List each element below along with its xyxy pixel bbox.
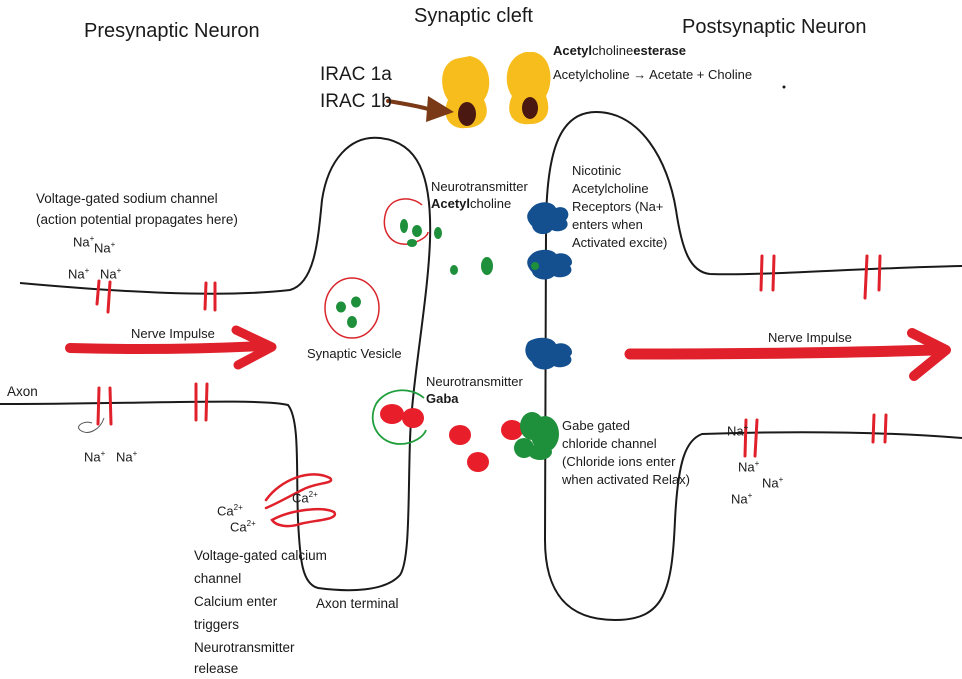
nicotinic-label-line5: Activated excite) bbox=[572, 235, 668, 250]
na-ion: Na+ bbox=[731, 491, 753, 507]
sodium-channel-post-2 bbox=[863, 254, 882, 300]
nerve-impulse-arrow-right bbox=[624, 328, 951, 381]
sodium-channel-pre-4 bbox=[194, 382, 209, 422]
calcium-channel-label-line5: Neurotransmitter bbox=[194, 640, 295, 655]
ca-ion: Ca2+ bbox=[217, 503, 243, 519]
nerve-impulse-label-left: Nerve Impulse bbox=[131, 326, 215, 341]
gaba-channel-label-line2: chloride channel bbox=[562, 436, 657, 451]
gaba-chloride-channel bbox=[514, 412, 559, 460]
sodium-channel-label-line1: Voltage-gated sodium channel bbox=[36, 191, 218, 206]
axon-terminal-label: Axon terminal bbox=[316, 596, 399, 611]
enzyme-reaction-label: Acetylcholine → Acetate + Choline bbox=[553, 67, 753, 82]
acetylcholinesterase-enzyme-1 bbox=[442, 56, 490, 129]
ach-neurotransmitter-label: Neurotransmitter bbox=[431, 179, 528, 194]
sodium-channel-pre-1 bbox=[95, 279, 112, 314]
gaba-channel-label-line4: when activated Relax) bbox=[562, 472, 690, 487]
acetylcholinesterase-enzyme-2 bbox=[506, 52, 551, 125]
nicotinic-receptor-3 bbox=[525, 337, 573, 370]
axon-label: Axon bbox=[7, 384, 38, 399]
nicotinic-label-line4: enters when bbox=[572, 217, 643, 232]
irac-1b-label: IRAC 1b bbox=[320, 91, 392, 112]
irac-pointer-arrow bbox=[386, 96, 454, 122]
ach-release-vesicle bbox=[383, 198, 493, 275]
na-ion: Na+ bbox=[94, 240, 116, 256]
ach-name-label: Acetylcholine bbox=[431, 196, 512, 211]
gaba-channel-label-line1: Gabe gated bbox=[562, 418, 630, 433]
stray-dot bbox=[782, 85, 786, 89]
nicotinic-label-line2: Acetylcholine bbox=[572, 181, 649, 196]
postsynaptic-membrane bbox=[543, 110, 962, 622]
na-ion: Na+ bbox=[84, 449, 106, 465]
nicotinic-label-line1: Nicotinic bbox=[572, 163, 622, 178]
na-ion: Na+ bbox=[116, 449, 138, 465]
na-ion: Na+ bbox=[73, 234, 95, 250]
ca-ion: Ca2+ bbox=[292, 490, 318, 506]
calcium-channel-label-line2: channel bbox=[194, 571, 242, 586]
ion-path-squiggle bbox=[78, 417, 105, 433]
postsynaptic-heading: Postsynaptic Neuron bbox=[682, 16, 867, 38]
synaptic-cleft-heading: Synaptic cleft bbox=[414, 5, 533, 27]
synaptic-vesicle bbox=[324, 277, 380, 339]
ca-ion: Ca2+ bbox=[230, 519, 256, 535]
na-ion: Na+ bbox=[762, 475, 784, 491]
nicotinic-receptor-1 bbox=[527, 202, 569, 235]
na-ion: Na+ bbox=[738, 459, 760, 475]
irac-1a-label: IRAC 1a bbox=[320, 64, 392, 85]
nerve-impulse-arrow-left bbox=[65, 325, 277, 370]
sodium-channel-post-3 bbox=[743, 418, 759, 458]
calcium-channel-label-line1: Voltage-gated calcium bbox=[194, 548, 327, 563]
na-ion: Na+ bbox=[68, 266, 90, 282]
na-ion: Na+ bbox=[727, 423, 749, 439]
calcium-channel-label-line3: Calcium enter bbox=[194, 594, 278, 609]
sodium-channel-post-4 bbox=[871, 413, 888, 444]
gaba-neurotransmitter-label: Neurotransmitter bbox=[426, 374, 523, 389]
sodium-channel-label-line2: (action potential propagates here) bbox=[36, 212, 238, 227]
calcium-channel bbox=[264, 473, 337, 528]
calcium-channel-label-line6: release bbox=[194, 661, 239, 676]
nicotinic-receptor-2 bbox=[527, 249, 573, 280]
sodium-channel-post-1 bbox=[759, 254, 776, 292]
synaptic-vesicle-label: Synaptic Vesicle bbox=[307, 346, 402, 361]
sodium-channel-pre-2 bbox=[203, 281, 217, 312]
gaba-release-vesicle bbox=[371, 389, 523, 472]
nerve-impulse-label-right: Nerve Impulse bbox=[768, 330, 852, 345]
presynaptic-heading: Presynaptic Neuron bbox=[84, 20, 260, 42]
calcium-channel-label-line4: triggers bbox=[194, 617, 240, 632]
sodium-channel-pre-3 bbox=[96, 386, 113, 426]
acetylcholinesterase-label: Acetylcholineesterase bbox=[553, 43, 687, 58]
gaba-channel-label-line3: (Chloride ions enter bbox=[562, 454, 676, 469]
na-ion: Na+ bbox=[100, 266, 122, 282]
nicotinic-label-line3: Receptors (Na+ bbox=[572, 199, 664, 214]
gaba-name-label: Gaba bbox=[426, 391, 459, 406]
